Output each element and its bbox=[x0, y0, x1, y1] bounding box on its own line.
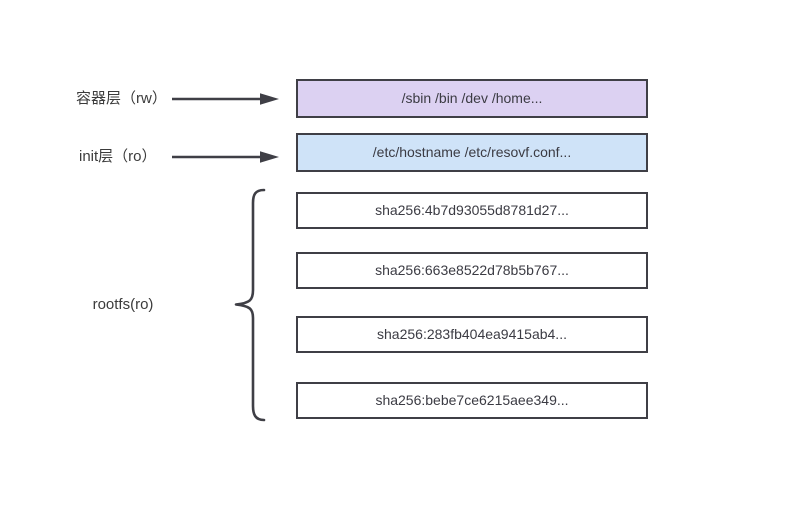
image-layer-box: sha256:bebe7ce6215aee349... bbox=[296, 382, 648, 419]
rootfs-layer-label: rootfs(ro) bbox=[92, 296, 154, 313]
image-layer-box: sha256:4b7d93055d8781d27... bbox=[296, 192, 648, 229]
image-layer-box: sha256:663e8522d78b5b767... bbox=[296, 252, 648, 289]
container-layer-label: 容器层（rw） bbox=[76, 90, 167, 107]
container-layer-box: /sbin /bin /dev /home... bbox=[296, 79, 648, 118]
right-arrow-icon bbox=[172, 151, 279, 163]
right-arrow-icon bbox=[172, 93, 279, 105]
init-layer-box: /etc/hostname /etc/resovf.conf... bbox=[296, 133, 648, 172]
curly-brace bbox=[234, 188, 266, 422]
init-layer-label: init层（ro） bbox=[79, 148, 157, 165]
image-layer-box: sha256:283fb404ea9415ab4... bbox=[296, 316, 648, 353]
